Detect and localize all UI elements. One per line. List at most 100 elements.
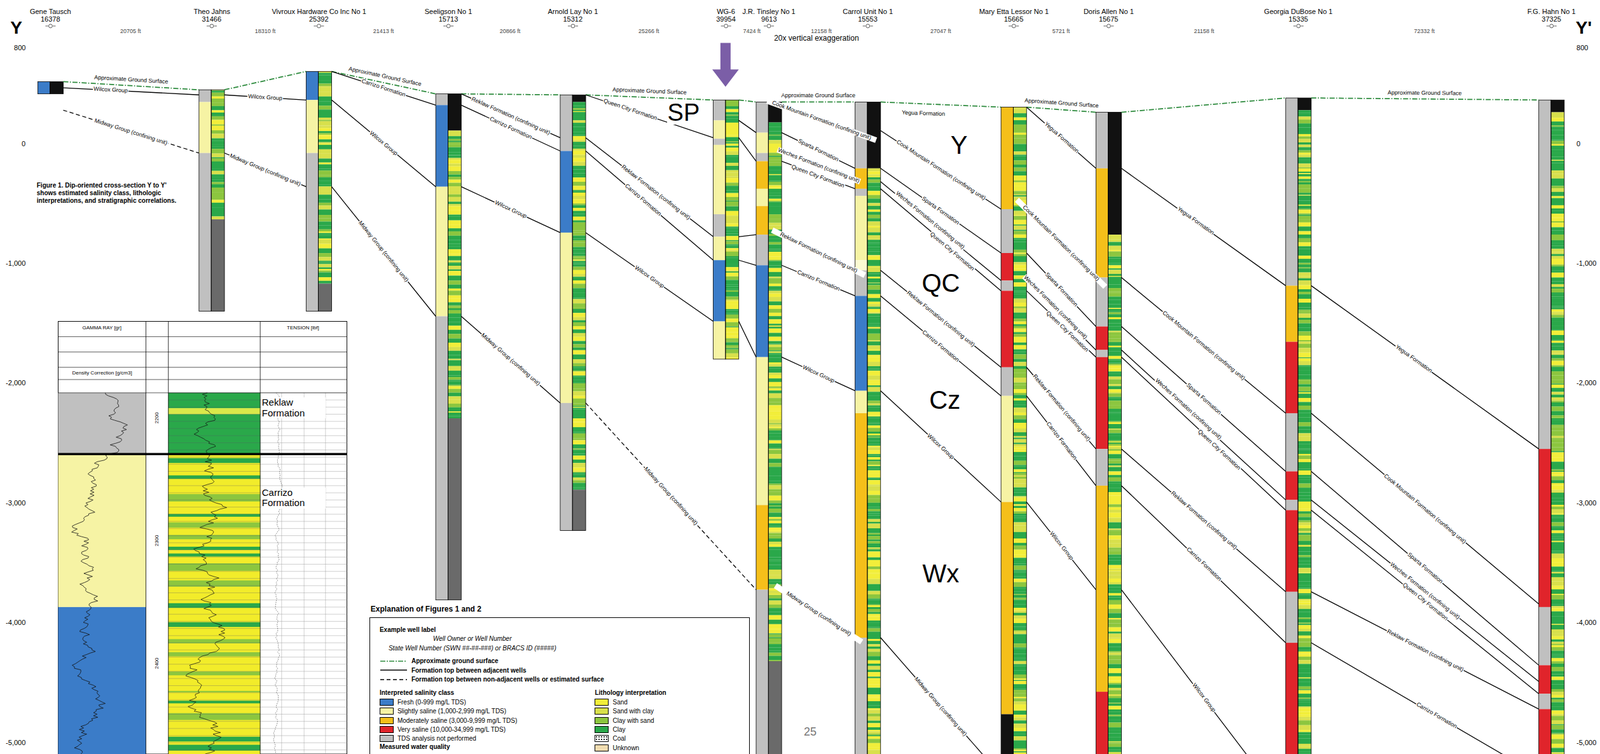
lithology-band [1297, 209, 1312, 214]
lithology-band [1108, 711, 1122, 715]
lithology-band [1297, 394, 1312, 399]
lithology-band [318, 125, 332, 126]
well-column [1285, 97, 1298, 754]
lithology-band [1297, 328, 1312, 332]
lithology-band [768, 390, 782, 394]
lithology-band [1551, 558, 1565, 563]
lithology-band [1297, 718, 1312, 721]
lithology-band [318, 281, 332, 284]
lithology-band [318, 164, 332, 169]
lithology-band [1551, 252, 1565, 255]
lithology-band [211, 196, 225, 200]
lithology-band [1551, 546, 1565, 552]
lithology-band [768, 343, 782, 345]
log-grid [168, 578, 261, 579]
lithology-band [867, 375, 881, 381]
lithology-band [768, 277, 782, 283]
lithology-band [1297, 136, 1312, 139]
lithology-band [1551, 436, 1565, 439]
lithology-band [447, 174, 462, 178]
lithology-band [1108, 442, 1122, 444]
lithology-band [768, 439, 782, 441]
lithology-band [572, 172, 586, 178]
lithology-band [867, 731, 881, 734]
lithology-band [867, 691, 881, 696]
lithology-band [1297, 387, 1312, 392]
lithology-band [447, 140, 462, 142]
lithology-band [572, 106, 586, 109]
lithology-band [1297, 116, 1312, 120]
formation-top-line [1121, 485, 1286, 643]
lithology-band [1551, 438, 1565, 439]
lithology-band [867, 628, 881, 632]
lithology-band [1108, 443, 1122, 446]
lithology-band [447, 197, 462, 203]
lithology-band [1551, 457, 1565, 463]
lithology-band [867, 649, 881, 653]
lithology-band [318, 244, 332, 249]
lithology-band [725, 346, 739, 349]
lithology-band [1551, 716, 1565, 721]
lithology-band [572, 280, 586, 284]
lithology-band [1551, 326, 1565, 330]
lithology-band [867, 239, 881, 241]
lithology-band [867, 267, 881, 273]
lithology-band [1013, 639, 1027, 644]
lithology-band [867, 569, 881, 574]
lithology-band [1297, 147, 1312, 150]
lithology-band [1108, 291, 1122, 293]
lithology-band [1013, 554, 1027, 558]
lithology-band [211, 144, 225, 147]
lithology-band [572, 192, 586, 196]
lithology-band [725, 176, 739, 179]
lithology-band [211, 125, 225, 131]
lithology-band [1297, 200, 1312, 203]
lithology-band [768, 272, 782, 277]
lithology-band [447, 360, 462, 366]
lithology-band [1551, 573, 1565, 578]
lithology-band [1551, 734, 1565, 739]
lithology-band [768, 291, 782, 294]
lithology-band [1551, 248, 1565, 252]
lithology-band [1551, 260, 1565, 265]
lithology-band [447, 330, 462, 335]
lithology-band [867, 733, 881, 736]
lithology-band [1108, 335, 1122, 339]
lithology-band [1013, 534, 1027, 539]
lithology-band [1297, 459, 1312, 463]
lithology-band [447, 269, 462, 271]
lithology-band [768, 564, 782, 570]
lithology-band [1297, 176, 1312, 180]
lithology-band [1108, 604, 1122, 610]
lithology-band [1108, 571, 1122, 575]
lithology-band [867, 607, 881, 610]
lithology-band [867, 214, 881, 219]
lithology-band [1297, 379, 1312, 381]
lithology-band [867, 396, 881, 402]
lithology-band [725, 349, 739, 354]
lithology-band [1013, 572, 1027, 577]
lithology-band [1551, 661, 1565, 664]
lithology-band [768, 629, 782, 635]
well-symbol [209, 24, 214, 28]
lithology-band [867, 580, 881, 585]
salinity-interval [1285, 97, 1298, 286]
lithology-band [725, 162, 739, 166]
lithology-band [447, 228, 462, 232]
lithology-band [867, 433, 881, 436]
lithology-band [1551, 663, 1565, 668]
lithology-band [725, 226, 739, 228]
lithology-band [1551, 752, 1565, 754]
lithology-band [1551, 676, 1565, 680]
well-symbol [1011, 24, 1016, 28]
lithology-band [1108, 714, 1122, 717]
lithology-band [1297, 504, 1312, 509]
lithology-band [1108, 609, 1122, 614]
lithology-band [725, 137, 739, 140]
lithology-band [572, 472, 586, 474]
lithology-band [1013, 256, 1027, 261]
lithology-band [1013, 216, 1027, 221]
lithology-band [725, 338, 739, 341]
lithology-band [1297, 573, 1312, 577]
lithology-band [1013, 740, 1027, 746]
